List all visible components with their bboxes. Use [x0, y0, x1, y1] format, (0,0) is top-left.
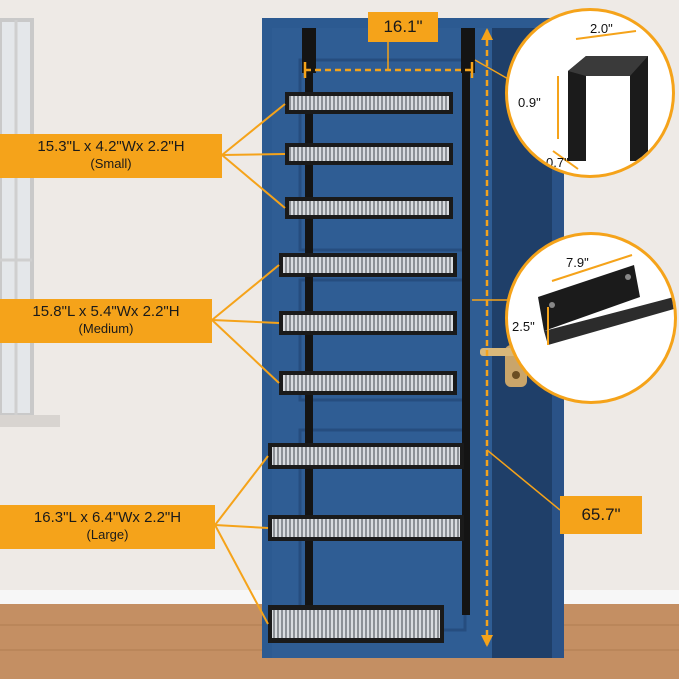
- basket-large-3: [268, 605, 444, 643]
- height-dimension: [481, 28, 561, 647]
- bracket-height: 2.5": [512, 319, 535, 334]
- left-rail: [305, 60, 313, 615]
- basket-label-medium: 15.8"L x 5.4"Wx 2.2"H (Medium): [0, 299, 212, 343]
- basket-large-1: [268, 443, 464, 469]
- basket-size-small: (Small): [90, 156, 132, 171]
- right-rail: [462, 60, 470, 615]
- basket-medium-1: [279, 253, 457, 277]
- basket-label-large: 16.3"L x 6.4"Wx 2.2"H (Large): [0, 505, 215, 549]
- top-width-value: 16.1": [383, 17, 423, 36]
- basket-large-2: [268, 515, 464, 541]
- basket-small-3: [285, 197, 453, 219]
- height-value: 65.7": [581, 505, 621, 524]
- bracket-length: 7.9": [566, 255, 589, 270]
- window-illustration: [0, 18, 60, 427]
- top-width-label: 16.1": [368, 12, 438, 42]
- basket-medium-2: [279, 311, 457, 335]
- hook-detail-circle: 2.0" 0.9" 0.7": [505, 8, 675, 178]
- bracket-icon: [538, 254, 674, 345]
- basket-small-1: [285, 92, 453, 114]
- hook-width: 2.0": [590, 21, 613, 36]
- basket-dims-medium: 15.8"L x 5.4"Wx 2.2"H: [32, 303, 180, 320]
- basket-small-2: [285, 143, 453, 165]
- basket-group: [268, 92, 464, 643]
- callout-lines: [211, 103, 286, 625]
- basket-dims-small: 15.3"L x 4.2"Wx 2.2"H: [37, 138, 185, 155]
- bracket-detail-circle: 7.9" 2.5": [505, 232, 677, 404]
- basket-size-large: (Large): [86, 527, 129, 542]
- hook-height: 0.9": [518, 95, 541, 110]
- basket-dims-large: 16.3"L x 6.4"Wx 2.2"H: [33, 509, 182, 526]
- basket-label-small: 15.3"L x 4.2"Wx 2.2"H (Small): [0, 134, 222, 178]
- height-label: 65.7": [560, 496, 642, 534]
- hook-icon: [552, 30, 648, 170]
- basket-medium-3: [279, 371, 457, 395]
- basket-size-medium: (Medium): [78, 321, 134, 336]
- top-width-dimension: [303, 42, 474, 78]
- hook-depth: 0.7": [546, 155, 569, 170]
